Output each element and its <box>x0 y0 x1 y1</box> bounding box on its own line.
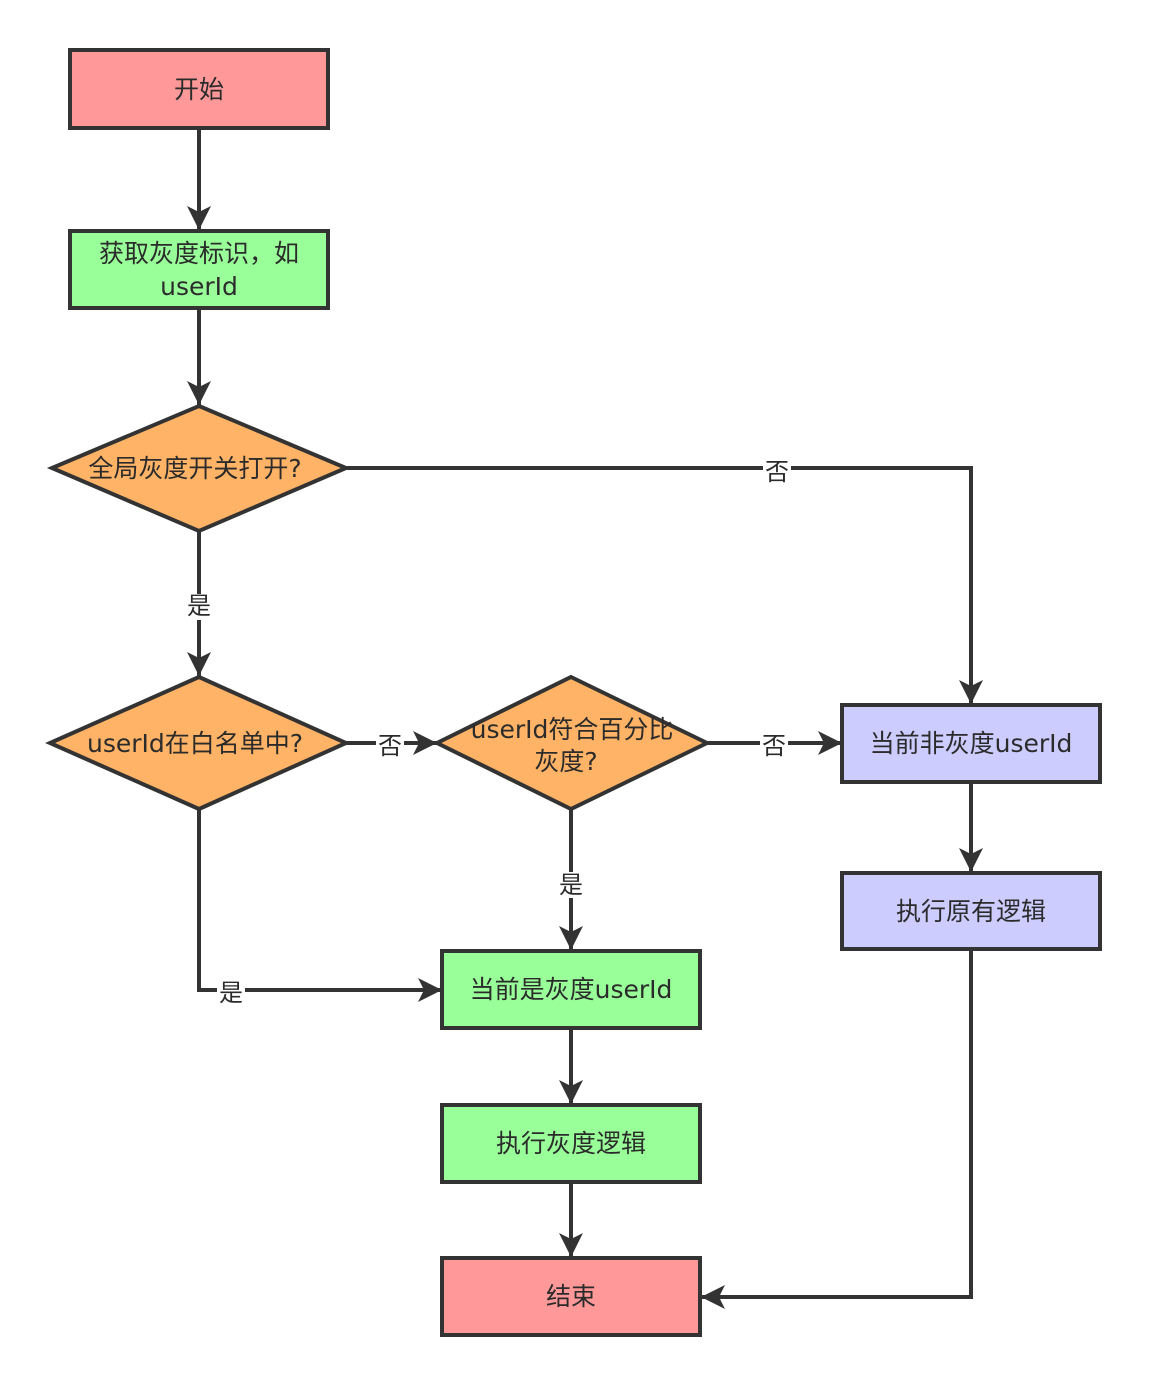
non-gray-process <box>840 703 1102 784</box>
get-id-label-line2: userId <box>160 272 238 301</box>
edge-label-switch-no: 否 <box>765 458 789 486</box>
edge-label-percent-no: 否 <box>762 732 786 760</box>
edge-label-switch-yes: 是 <box>187 592 211 620</box>
end-terminal <box>440 1256 702 1337</box>
is-gray-process <box>440 949 702 1030</box>
match-percent-label-line2: 灰度? <box>534 747 597 776</box>
exec-original-label: 执行原有逻辑 <box>896 897 1046 926</box>
node-in-whitelist: userId在白名单中? <box>45 674 351 812</box>
exec-gray-process <box>440 1103 702 1184</box>
edge-exec-original-to-end <box>701 950 973 1309</box>
edge-label-whitelist-no: 否 <box>378 732 402 760</box>
get-id-process <box>68 229 330 310</box>
node-is-gray: 当前是灰度userId <box>440 949 702 1030</box>
edge-label-percent-yes: 是 <box>559 871 583 899</box>
nodes: 开始 获取灰度标识，如 userId 全局灰度开关打开? userId在白名单中… <box>45 48 1102 1337</box>
non-gray-label: 当前非灰度userId <box>870 729 1073 758</box>
get-id-label-line1: 获取灰度标识，如 <box>99 239 299 268</box>
edge-label-whitelist-yes: 是 <box>219 979 243 1007</box>
node-match-percent: userId符合百分比 灰度? <box>432 674 712 812</box>
global-switch-label: 全局灰度开关打开? <box>88 454 301 483</box>
start-terminal <box>68 48 330 130</box>
is-gray-label: 当前是灰度userId <box>470 975 673 1004</box>
node-start: 开始 <box>68 48 330 130</box>
node-end: 结束 <box>440 1256 702 1337</box>
node-get-id: 获取灰度标识，如 userId <box>68 229 330 310</box>
edge-whitelist-yes <box>197 810 442 1002</box>
exec-original-process <box>840 871 1102 951</box>
exec-gray-label: 执行灰度逻辑 <box>496 1129 646 1158</box>
end-label: 结束 <box>546 1282 596 1311</box>
in-whitelist-label: userId在白名单中? <box>87 729 303 758</box>
edge-labels: 否 是 否 否 是 是 <box>185 456 791 1007</box>
node-global-switch: 全局灰度开关打开? <box>46 403 352 534</box>
match-percent-decision <box>432 674 712 812</box>
in-whitelist-decision <box>45 674 351 812</box>
global-switch-decision <box>46 403 352 534</box>
edge-switch-no <box>346 466 983 704</box>
start-label: 开始 <box>174 75 224 104</box>
match-percent-label-line1: userId符合百分比 <box>471 715 674 744</box>
node-non-gray: 当前非灰度userId <box>840 703 1102 784</box>
node-exec-gray: 执行灰度逻辑 <box>440 1103 702 1184</box>
node-exec-original: 执行原有逻辑 <box>840 871 1102 951</box>
